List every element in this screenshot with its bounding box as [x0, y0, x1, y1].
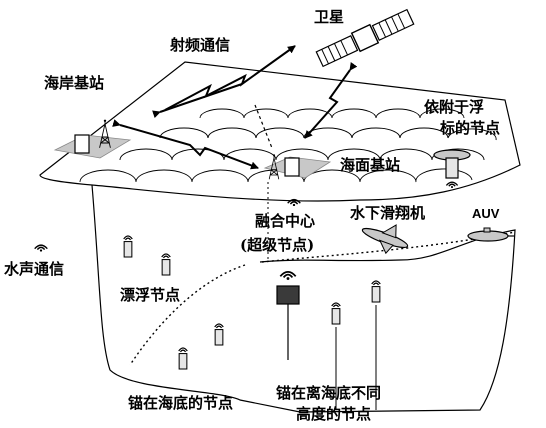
depth-node-1: [331, 302, 341, 410]
sea-station: [263, 153, 332, 206]
auv-icon: [467, 227, 514, 242]
rf-links: [112, 45, 358, 170]
glider-label: 水下滑翔机: [350, 204, 425, 222]
layer-boundary-dotted: [261, 231, 516, 263]
floating-node-2: [161, 253, 171, 276]
mid-depth-boundary: [129, 264, 246, 366]
seabed-node-2: [214, 323, 224, 346]
fusion-center-label-line1: 融合中心: [255, 212, 315, 230]
buoy-node-label-line2: 标的节点: [439, 119, 500, 137]
seafloor-outline: [91, 184, 516, 413]
glider-icon: [361, 224, 409, 255]
depth-nodes-label-line1: 锚在离海底不同: [276, 384, 381, 402]
auv-label: AUV: [472, 206, 500, 221]
fusion-center-label-line2: (超级节点): [240, 236, 314, 254]
acoustic-comm-label: 水声通信: [4, 260, 64, 278]
satellite-label: 卫星: [314, 8, 344, 26]
acoustic-wave-icon: [33, 244, 49, 252]
buoy-node-label-line1: 依附于浮: [424, 98, 484, 116]
seabed-nodes-label: 锚在海底的节点: [128, 394, 233, 412]
fusion-center-node: [276, 270, 300, 360]
sea-station-label: 海面基站: [340, 156, 400, 174]
floating-nodes-label: 漂浮节点: [120, 286, 180, 304]
floating-node-1: [123, 235, 133, 258]
rf-comm-label: 射频通信: [169, 36, 230, 54]
seabed-node-1: [178, 347, 188, 370]
buoy-node-icon: [433, 149, 471, 188]
depth-node-2: [371, 280, 381, 410]
surface-dashed-link: [254, 104, 273, 149]
depth-nodes-label-line2: 高度的节点: [296, 405, 371, 423]
satellite-icon: [315, 8, 415, 68]
shore-station-label: 海岸基站: [44, 74, 104, 92]
